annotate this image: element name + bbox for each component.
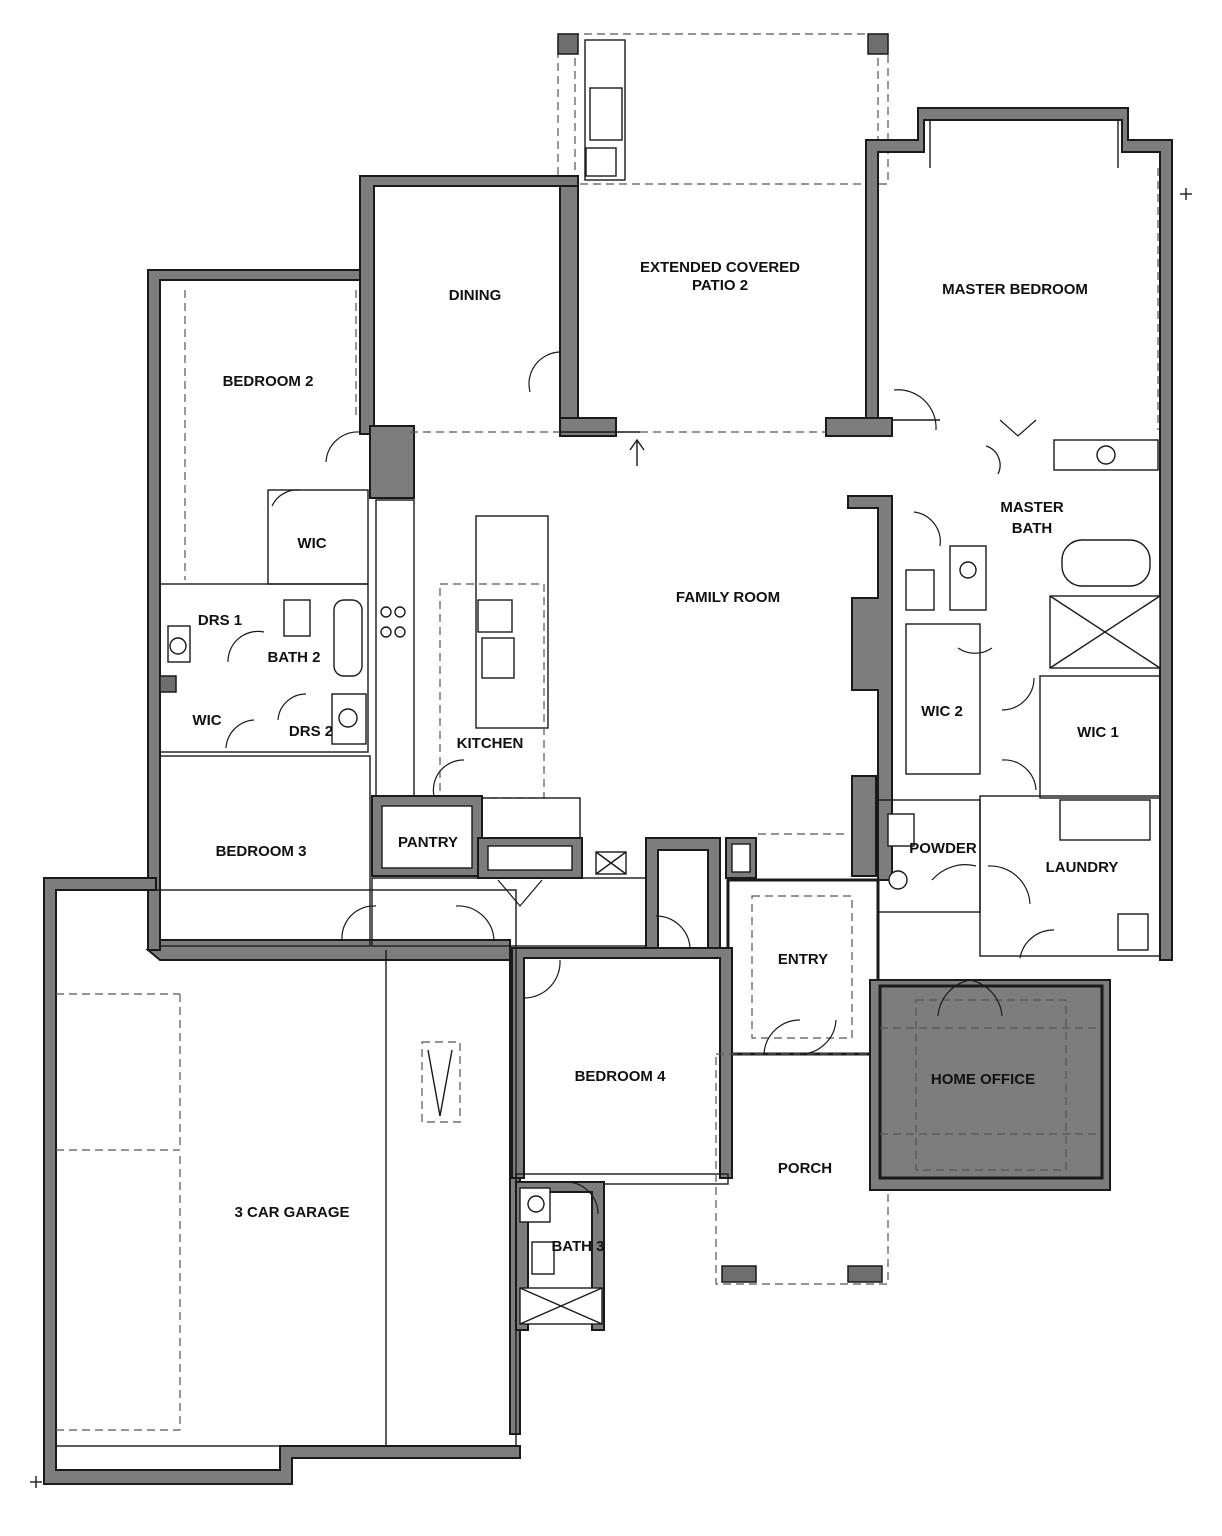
crosshair-mark-icon xyxy=(30,188,1192,1488)
label-bedroom-3: BEDROOM 3 xyxy=(216,843,307,860)
label-laundry: LAUNDRY xyxy=(1046,859,1119,876)
patio-structure xyxy=(557,33,889,420)
label-master-bedroom: MASTER BEDROOM xyxy=(942,281,1088,298)
label-bedroom-2: BEDROOM 2 xyxy=(223,373,314,390)
lower-walls xyxy=(145,755,1161,1435)
label-wic-bedroom-3: WIC xyxy=(192,712,221,729)
label-3-car-garage: 3 CAR GARAGE xyxy=(234,1204,349,1221)
label-porch: PORCH xyxy=(778,1160,832,1177)
label-wic-2: WIC 2 xyxy=(921,703,963,720)
freestanding-tub xyxy=(1061,539,1151,587)
label-dining: DINING xyxy=(449,287,502,304)
label-bath-2: BATH 2 xyxy=(267,649,320,666)
label-master-bath-1: MASTER xyxy=(1000,499,1064,516)
laundry-machines xyxy=(1059,799,1151,841)
label-master-bath-2: BATH xyxy=(1012,520,1053,537)
label-bedroom-4: BEDROOM 4 xyxy=(575,1068,667,1085)
door-swings xyxy=(225,351,1055,1215)
label-drs-1: DRS 1 xyxy=(198,612,242,629)
label-wic-bedroom-2: WIC xyxy=(297,535,326,552)
label-wic-1: WIC 1 xyxy=(1077,724,1119,741)
label-powder: POWDER xyxy=(909,840,977,857)
kitchen-sink xyxy=(481,637,515,679)
bathtub-bath-2 xyxy=(333,599,363,677)
master-suite-walls xyxy=(865,107,1173,961)
label-patio-2: PATIO 2 xyxy=(692,277,748,294)
label-extended-covered-patio: EXTENDED COVERED xyxy=(640,259,800,276)
grill-fixture xyxy=(585,147,617,177)
north-arrow-icon xyxy=(629,438,645,466)
garage-walls xyxy=(43,877,521,1485)
kitchen-island xyxy=(475,515,549,729)
label-kitchen: KITCHEN xyxy=(457,735,524,752)
label-drs-2: DRS 2 xyxy=(289,723,333,740)
label-pantry: PANTRY xyxy=(398,834,458,851)
label-home-office: HOME OFFICE xyxy=(931,1071,1035,1088)
laundry-sink xyxy=(1117,913,1149,951)
label-entry: ENTRY xyxy=(778,951,828,968)
core-walls xyxy=(147,175,893,951)
label-bath-3: BATH 3 xyxy=(551,1238,604,1255)
label-family-room: FAMILY ROOM xyxy=(676,589,780,606)
